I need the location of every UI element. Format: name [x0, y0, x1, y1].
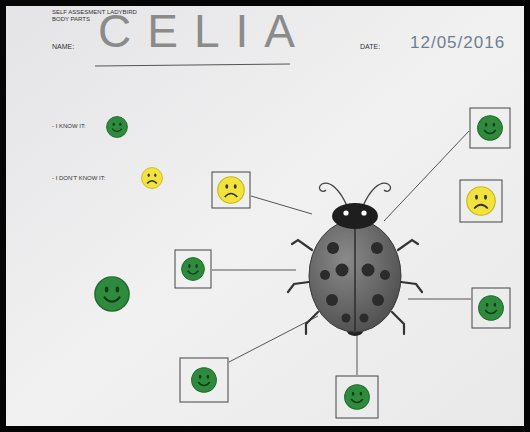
answer-boxes — [175, 108, 510, 418]
name-underline — [95, 64, 290, 66]
field-label: NAME: — [52, 43, 74, 51]
know-sticker — [107, 117, 128, 138]
dont-know-sticker — [142, 168, 163, 189]
leader-lines — [212, 131, 471, 375]
legend-label: - I KNOW IT: — [52, 123, 86, 130]
legend-label: - I DON'T KNOW IT: — [52, 175, 105, 182]
ladybird — [288, 183, 422, 336]
paper-sheet — [6, 6, 524, 426]
handwritten-date: 12/05/2016 — [410, 33, 505, 53]
field-label: DATE: — [360, 43, 380, 51]
handwritten-name: CELIA — [98, 4, 311, 59]
know-sticker — [95, 277, 129, 311]
